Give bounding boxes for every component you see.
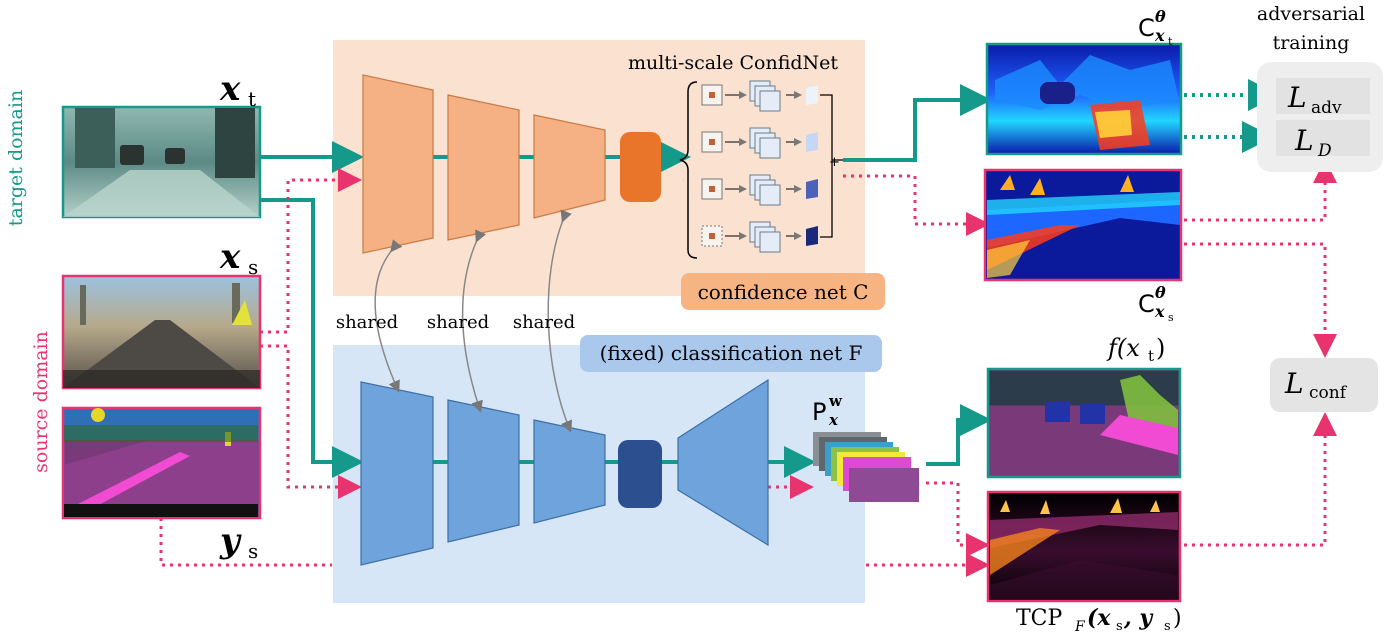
svg-text:D: D xyxy=(1317,141,1332,161)
multiscale-merge xyxy=(820,94,843,238)
shared-label-1: shared xyxy=(336,312,398,333)
multiscale-confidnet-label: multi-scale ConfidNet xyxy=(628,52,838,74)
svg-text:, y: , y xyxy=(1123,605,1154,631)
svg-text:x: x xyxy=(219,237,241,277)
adversarial-training-label: adversarial training xyxy=(1257,3,1365,54)
classification-decoder xyxy=(677,378,769,547)
svg-text:s: s xyxy=(248,255,258,279)
L-conf-box xyxy=(1270,358,1378,412)
L-D-label: L D xyxy=(1294,124,1332,161)
svg-text:(x: (x xyxy=(1087,605,1111,631)
classification-encoder xyxy=(360,381,606,566)
svg-text:C: C xyxy=(1138,14,1155,42)
svg-text:s: s xyxy=(1168,311,1174,324)
P-label: P w x xyxy=(812,392,843,429)
source-label-image xyxy=(61,406,262,520)
svg-text:conf: conf xyxy=(1309,383,1348,403)
svg-text:adversarial: adversarial xyxy=(1257,3,1365,25)
svg-text:s: s xyxy=(248,539,258,563)
L-adv-box xyxy=(1276,78,1370,114)
target-domain-label: target domain xyxy=(5,90,27,226)
source-domain-label: source domain xyxy=(30,331,52,473)
multiscale-rows xyxy=(701,80,818,253)
source-flow-lines xyxy=(159,159,1337,577)
f-xt-label: f(x t ) xyxy=(1106,334,1165,365)
confidence-net-label: confidence net C xyxy=(698,280,869,304)
svg-text:θ: θ xyxy=(1155,283,1166,302)
svg-text:θ: θ xyxy=(1155,7,1166,26)
multiscale-row xyxy=(701,174,818,206)
svg-text:x: x xyxy=(1154,26,1165,45)
confidence-map-source xyxy=(983,168,1183,282)
svg-text:TCP: TCP xyxy=(1016,606,1063,631)
svg-text:L: L xyxy=(1294,124,1314,157)
svg-text:w: w xyxy=(828,392,843,410)
svg-text:adv: adv xyxy=(1311,98,1342,118)
x-t-label: x t xyxy=(219,69,256,111)
tcp-label: TCP F (x s , y s ) xyxy=(1016,605,1182,635)
svg-text:C: C xyxy=(1138,290,1155,318)
svg-text:y: y xyxy=(219,521,242,561)
svg-text:): ) xyxy=(1173,606,1182,631)
sum-symbol: + xyxy=(829,155,840,170)
L-D-box xyxy=(1276,120,1370,156)
multiscale-row xyxy=(701,80,818,112)
classification-bottleneck xyxy=(618,440,662,508)
svg-text:t: t xyxy=(248,87,256,111)
svg-text:s: s xyxy=(1164,619,1171,634)
multiscale-row xyxy=(701,221,818,253)
svg-text:t: t xyxy=(1168,35,1173,48)
tcp-map xyxy=(986,490,1182,603)
probability-maps xyxy=(813,432,919,502)
shared-arrows xyxy=(374,209,573,433)
classification-net-label: (fixed) classification net F xyxy=(600,341,863,365)
svg-text:L: L xyxy=(1284,367,1304,400)
confidence-net-label-box xyxy=(681,273,885,310)
classification-net-label-box xyxy=(580,335,882,372)
C-xt-label: C θ x t xyxy=(1138,7,1173,48)
svg-text:F: F xyxy=(1074,619,1086,635)
shared-label-2: shared xyxy=(427,312,489,333)
L-conf-label: L conf xyxy=(1284,367,1348,403)
shared-label-3: shared xyxy=(513,312,575,333)
target-image xyxy=(61,105,262,219)
svg-text:x: x xyxy=(219,69,241,109)
svg-text:t: t xyxy=(1148,347,1154,365)
svg-text:L: L xyxy=(1287,81,1307,114)
svg-text:s: s xyxy=(1116,619,1123,634)
multiscale-row xyxy=(701,127,818,159)
C-xs-label: C θ x s xyxy=(1138,283,1174,324)
svg-text:): ) xyxy=(1156,334,1165,362)
L-adv-label: L adv xyxy=(1287,81,1342,118)
svg-text:x: x xyxy=(1154,302,1165,321)
multiscale-brace xyxy=(679,81,698,259)
confidence-encoder xyxy=(362,74,606,254)
y-s-label: y s xyxy=(219,521,258,563)
confidence-bottleneck xyxy=(620,132,661,202)
svg-text:f(x: f(x xyxy=(1106,334,1140,362)
x-s-label: x s xyxy=(219,237,258,279)
svg-text:x: x xyxy=(828,411,839,429)
svg-text:training: training xyxy=(1273,32,1350,54)
source-image xyxy=(61,274,262,390)
svg-text:P: P xyxy=(812,398,826,426)
prediction-map-target xyxy=(986,367,1182,479)
confidence-map-target xyxy=(985,42,1183,156)
